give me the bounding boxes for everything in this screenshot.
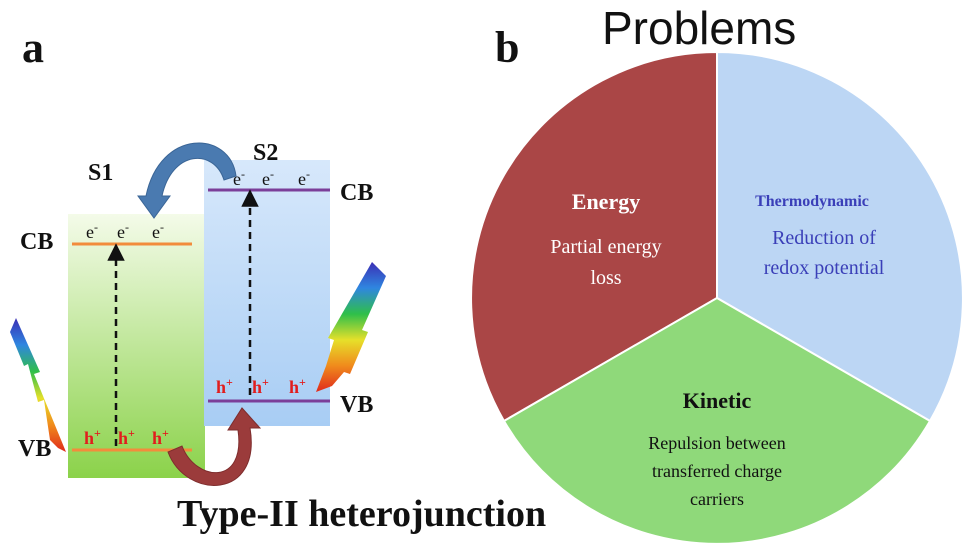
s2-label: S2 <box>253 140 278 166</box>
s2-holes: h+ h+ h+ <box>216 375 306 397</box>
s1-electron: e- <box>152 220 164 242</box>
s1-band-region <box>68 214 205 478</box>
s1-cb-label: CB <box>20 229 53 255</box>
panel-a: a S1 S2 CB e- e- e- VB h+ h+ h+ CB e- <box>10 23 546 535</box>
s1-electrons: e- e- e- <box>86 220 164 242</box>
s1-electron: e- <box>86 220 98 242</box>
panel-a-label: a <box>22 23 44 72</box>
kinetic-text-line: transferred charge <box>652 461 782 481</box>
thermodynamic-text-line: Reduction of <box>772 227 876 249</box>
s2-hole: h+ <box>216 375 233 397</box>
s1-hole: h+ <box>118 426 135 448</box>
s2-hole: h+ <box>289 375 306 397</box>
s2-hole: h+ <box>252 375 269 397</box>
s2-electrons: e- e- e- <box>233 167 310 189</box>
electron-transfer-arrow <box>137 142 237 219</box>
light-bolt-left-icon <box>10 318 66 452</box>
kinetic-heading: Kinetic <box>683 388 752 413</box>
energy-text-line: loss <box>590 267 621 289</box>
s1-vb-label: VB <box>18 436 51 462</box>
s2-vb-label: VB <box>340 392 373 418</box>
s2-electron: e- <box>233 167 245 189</box>
s2-cb-label: CB <box>340 180 373 206</box>
s1-electron: e- <box>117 220 129 242</box>
panel-b-label: b <box>495 23 519 72</box>
kinetic-text-line: Repulsion between <box>648 433 785 453</box>
panel-b-title: Problems <box>602 2 796 54</box>
thermodynamic-text-line: redox potential <box>764 257 885 279</box>
thermodynamic-heading: Thermodynamic <box>755 193 869 210</box>
energy-text-line: Partial energy <box>550 236 661 258</box>
light-bolt-right-icon <box>316 262 386 392</box>
s2-electron: e- <box>298 167 310 189</box>
s1-hole: h+ <box>152 426 169 448</box>
pie-segment-kinetic <box>502 296 932 545</box>
panel-a-title: Type-II heterojunction <box>177 493 546 535</box>
kinetic-text-line: carriers <box>690 489 744 509</box>
s2-band-region <box>204 160 330 426</box>
s1-hole: h+ <box>84 426 101 448</box>
energy-heading: Energy <box>572 189 640 214</box>
panel-b: b Problems Energy Partial energy loss Th… <box>470 2 964 545</box>
pie-segment-energy <box>470 50 718 423</box>
s1-holes: h+ h+ h+ <box>84 426 169 448</box>
hole-transfer-arrow <box>167 407 262 486</box>
pie-segment-thermodynamic <box>716 50 964 423</box>
s1-label: S1 <box>88 160 113 186</box>
s2-electron: e- <box>262 167 274 189</box>
